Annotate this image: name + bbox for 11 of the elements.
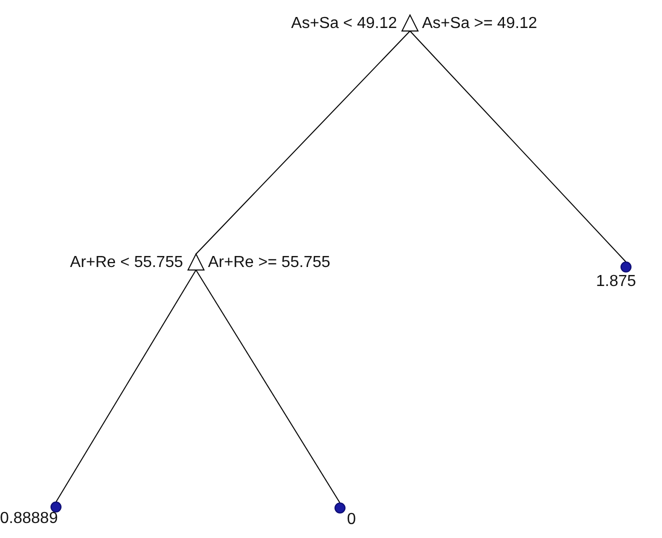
split-condition: As+Sa < 49.12 <box>291 15 397 33</box>
split-condition: As+Sa >= 49.12 <box>422 15 538 33</box>
tree-branch-line <box>196 30 410 254</box>
leaf-value: 0.88889 <box>0 510 58 528</box>
tree-branch-line <box>56 270 196 502</box>
tree-branch-line <box>196 270 340 504</box>
leaf-value: 0 <box>347 511 356 529</box>
split-condition: Ar+Re < 55.755 <box>70 254 183 272</box>
split-condition: Ar+Re >= 55.755 <box>208 254 330 272</box>
leaf-value: 1.875 <box>596 273 636 291</box>
tree-branch-line <box>410 30 626 262</box>
